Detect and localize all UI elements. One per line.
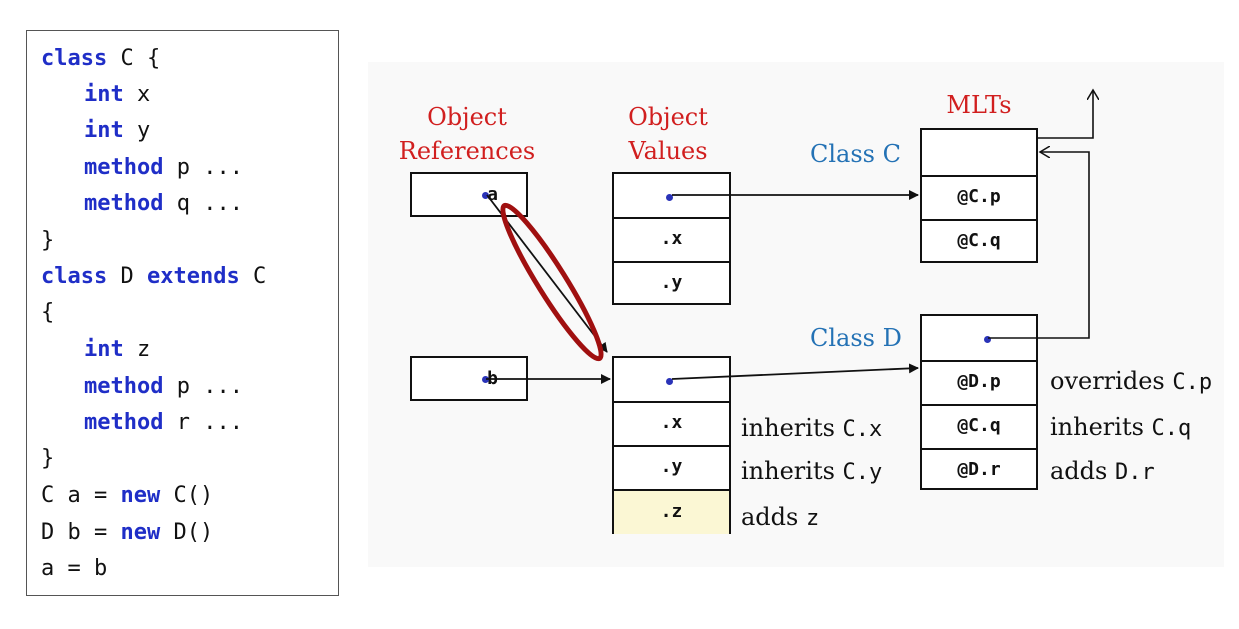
class-d-label: Class D	[810, 324, 902, 352]
code-line: C a = new C()	[41, 483, 214, 508]
pointer-dot	[666, 378, 673, 385]
annotation-inherits-y: inherits C.y	[741, 457, 883, 485]
object-values-header: Object Values	[628, 103, 708, 165]
arrow-mlt-d-parent-to-mlt-c	[988, 152, 1090, 339]
mlt-c-table: @C.p @C.q	[920, 128, 1038, 263]
arrow-object-d-to-mlt-d	[671, 363, 919, 380]
diagram-background	[368, 62, 1224, 567]
code-line: {	[41, 300, 55, 325]
mlt-d-parent-cell	[922, 316, 1036, 360]
mlt-entry: @C.p	[922, 175, 1036, 219]
annotation-adds-r: adds D.r	[1050, 457, 1155, 485]
mlt-entry: @C.q	[922, 404, 1036, 448]
mlt-d-table: @D.p @C.q @D.r	[920, 314, 1038, 490]
pointer-dot	[482, 192, 489, 199]
code-line: method r ...	[84, 410, 243, 435]
field-cell: .x	[614, 217, 729, 261]
pointer-dot	[666, 194, 673, 201]
object-references-header: Object References	[398, 103, 536, 165]
arrow-mlt-c-parent-up	[1038, 90, 1093, 139]
code-line: int y	[84, 118, 151, 143]
pointer-dot	[482, 376, 489, 383]
added-field-cell: .z	[614, 489, 729, 534]
field-cell: .y	[614, 261, 729, 305]
code-line: }	[41, 446, 55, 471]
annotation-adds-z: adds z	[741, 503, 820, 531]
object-c-header-cell	[614, 174, 729, 217]
code-line: a = b	[41, 556, 108, 581]
code-panel: class C { int x int y method p ... metho…	[26, 30, 339, 596]
mlt-entry: @D.r	[922, 448, 1036, 490]
code-line: class D extends C	[41, 264, 267, 289]
field-cell: .y	[614, 445, 729, 489]
code-line: }	[41, 228, 55, 253]
class-c-label: Class C	[810, 140, 901, 168]
code-line: class C {	[41, 46, 161, 71]
annotation-overrides-p: overrides C.p	[1050, 367, 1213, 395]
reference-a-box: a	[410, 172, 528, 217]
code-line: method q ...	[84, 191, 243, 216]
object-d-header-cell	[614, 358, 729, 401]
code-line: method p ...	[84, 155, 243, 180]
mlt-entry: @D.p	[922, 360, 1036, 404]
field-cell: .x	[614, 401, 729, 445]
code-line: int x	[84, 82, 151, 107]
object-d-values: .x .y .z	[612, 356, 731, 534]
reference-a-label: a	[487, 184, 498, 205]
pointer-dot	[984, 336, 991, 343]
mlt-entry: @C.q	[922, 219, 1036, 263]
annotation-inherits-x: inherits C.x	[741, 414, 883, 442]
mlts-header: MLTs	[946, 91, 1012, 119]
highlight-ellipse	[500, 202, 604, 362]
code-line: method p ...	[84, 374, 243, 399]
code-line: int z	[84, 337, 151, 362]
code-line: D b = new D()	[41, 520, 214, 545]
annotation-inherits-q: inherits C.q	[1050, 413, 1192, 441]
